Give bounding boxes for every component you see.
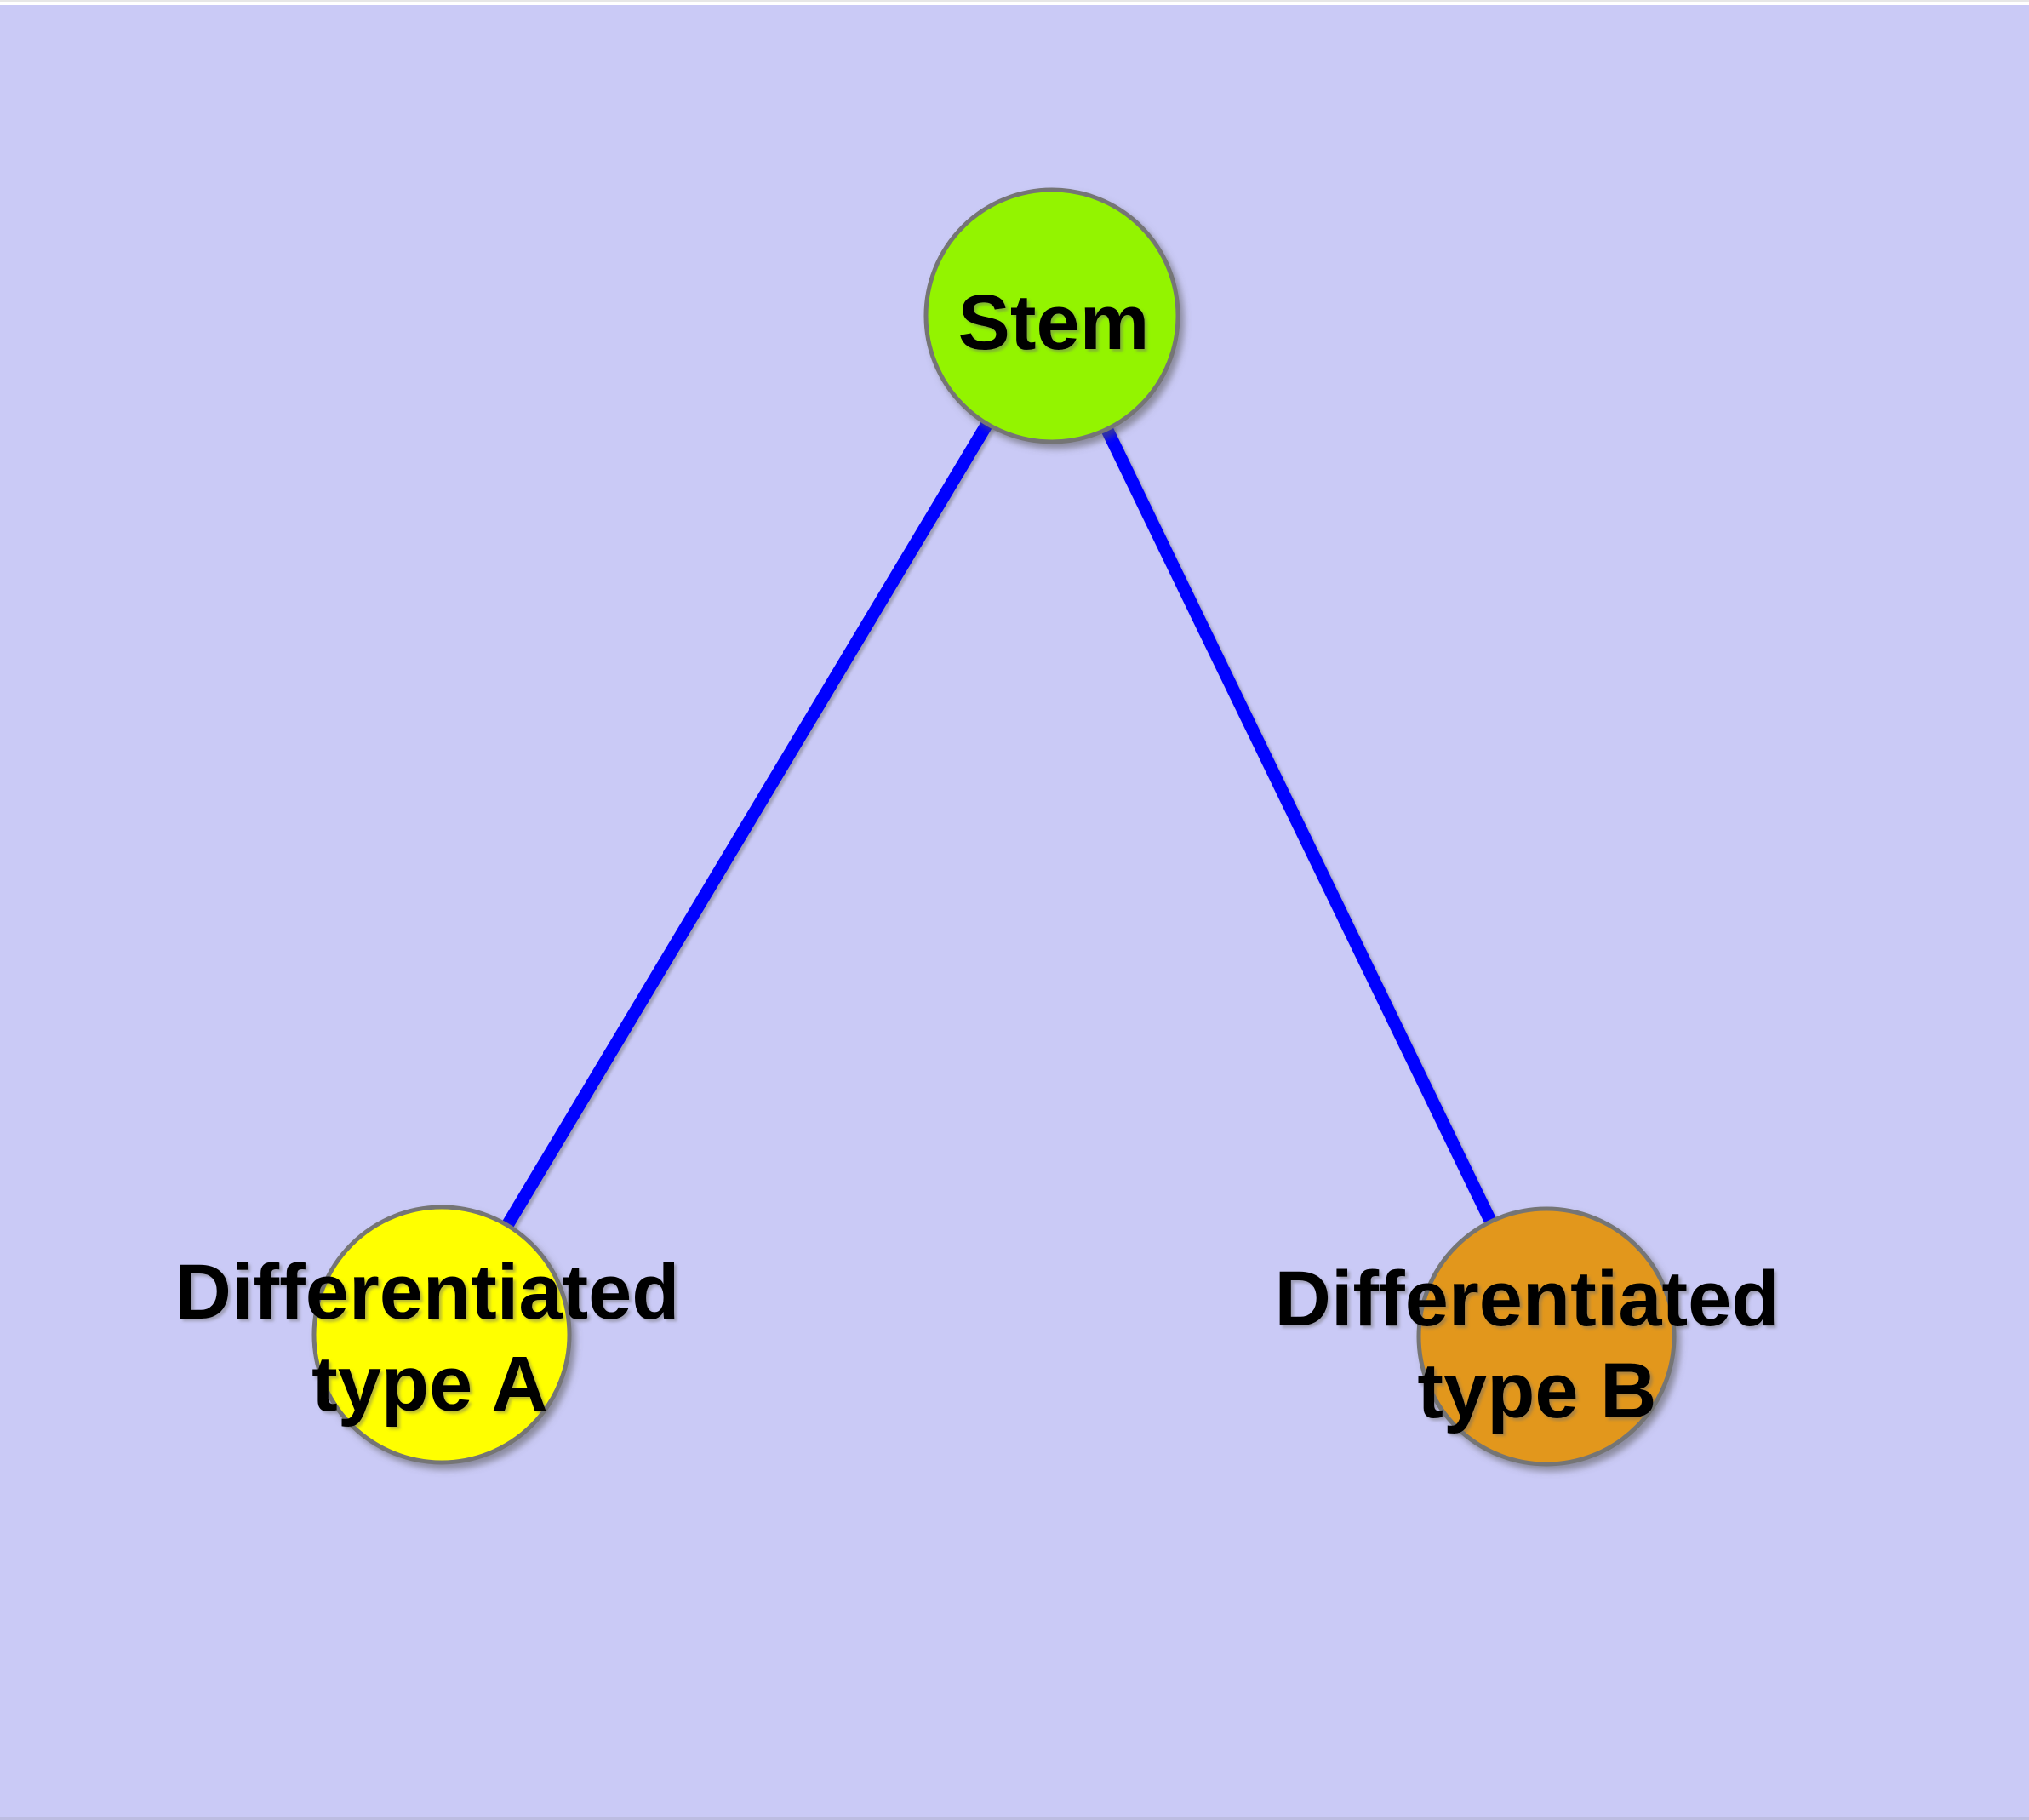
node-label-type-b-line1: Differentiated: [1275, 1256, 1780, 1342]
edge-stem-to-type-a[interactable]: [435, 309, 1059, 1342]
top-edge-line: [0, 0, 2029, 2]
node-label-stem: Stem: [958, 279, 1150, 366]
node-label-type-a-line2: type A: [311, 1341, 548, 1428]
node-differentiated-type-b[interactable]: [1416, 1206, 1677, 1467]
node-label-type-a-line1: Differentiated: [175, 1249, 680, 1336]
node-label-type-b-line2: type B: [1417, 1348, 1656, 1434]
top-edge-strip: [0, 2, 2029, 5]
node-stem[interactable]: [923, 187, 1180, 444]
node-differentiated-type-a[interactable]: [311, 1205, 572, 1465]
edge-stem-to-type-b[interactable]: [1045, 309, 1553, 1343]
bottom-edge-strip: [0, 1817, 2029, 1820]
